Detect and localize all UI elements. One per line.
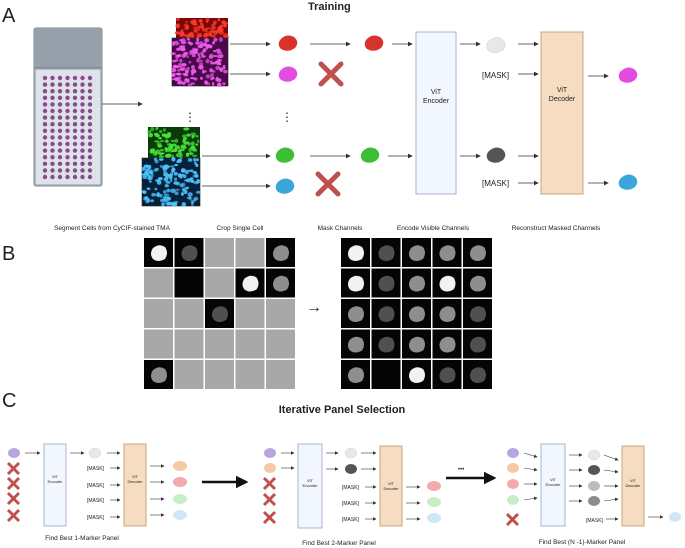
step-label-segment: Segment Cells from CyCIF-stained TMA <box>54 225 170 232</box>
cross-icon <box>6 491 21 506</box>
cell-red <box>278 35 298 51</box>
vit-decoder-block <box>123 443 147 527</box>
marker-cell-lavender <box>8 448 20 458</box>
embedding-token-light <box>486 37 506 53</box>
embedding-token-dark <box>486 147 506 163</box>
decoder-label-line1: ViT <box>132 474 138 479</box>
encoder-label-line1: ViT <box>550 477 556 482</box>
panel-letter-b: B <box>2 243 15 265</box>
mask-token: [MASK] <box>342 501 360 507</box>
step-label-mask: Mask Channels <box>318 225 364 232</box>
vit-encoder-block <box>43 443 67 527</box>
cross-icon <box>262 492 277 507</box>
decoder-label-line2: Decoder <box>383 486 399 491</box>
ellipsis-dots: ••• <box>458 467 464 473</box>
decoder-label-line2: Decoder <box>127 479 143 484</box>
mask-token: [MASK] <box>87 483 105 489</box>
cross-icon <box>505 512 520 527</box>
decoder-label-line2: Decoder <box>625 483 641 488</box>
decoder-label-line1: ViT <box>557 87 568 94</box>
cell-green <box>275 147 295 163</box>
visible-cell-red <box>364 35 384 51</box>
tma-core-grid <box>42 75 93 180</box>
panel-letter-c: C <box>2 390 16 412</box>
panel-letter-a: A <box>2 5 16 27</box>
vit-decoder-block <box>379 445 403 527</box>
stage-2-marker-panel: ViT Encoder [MASK] [MASK] [MASK] ViT Dec… <box>262 443 441 547</box>
encoder-label-line1: ViT <box>307 478 313 483</box>
vit-encoder-block <box>415 31 457 195</box>
visible-cell-green <box>360 147 380 163</box>
marker-cell-peach <box>264 463 276 473</box>
channel-image-stack-top <box>170 17 230 88</box>
caption-stage-1: Find Best 1-Marker Panel <box>45 535 119 542</box>
panel-a-title: Training <box>308 1 351 13</box>
channel-image-stack-bottom <box>141 126 201 207</box>
panel-c-title: Iterative Panel Selection <box>279 404 406 416</box>
step-label-reconstruct: Reconstruct Masked Channels <box>512 225 601 232</box>
encoder-label-line1: ViT <box>431 89 442 96</box>
marker-cell-mint <box>507 495 519 505</box>
reconstructed-channel-grid <box>341 238 492 389</box>
stage-1-marker-panel: ViT Encoder [MASK] [MASK] [MASK] [MASK] … <box>6 443 187 542</box>
masked-channel-grid <box>144 238 295 389</box>
encoder-label-line1: ViT <box>52 474 58 479</box>
caption-stage-n-minus-1: Find Best (N -1)-Marker Panel <box>539 539 626 546</box>
panel-b-arrow: → <box>306 299 322 316</box>
mask-token: [MASK] <box>586 518 604 524</box>
cell-blue <box>275 178 295 194</box>
mask-token: [MASK] <box>87 466 105 472</box>
ellipsis-left: ⋮ <box>184 110 196 124</box>
caption-stage-2: Find Best 2-Marker Panel <box>302 540 376 547</box>
encoder-label-line2: Encoder <box>546 482 562 487</box>
marker-cell-lavender <box>264 448 276 458</box>
vit-decoder-block <box>540 31 584 195</box>
vit-encoder-block <box>540 443 566 527</box>
mask-token-bottom: [MASK] <box>482 179 509 188</box>
tma-slide-icon <box>33 27 103 187</box>
marker-cell-pink <box>507 479 519 489</box>
mask-token-top: [MASK] <box>482 71 509 80</box>
mask-token: [MASK] <box>87 515 105 521</box>
cross-icon <box>262 476 277 491</box>
decoder-label-line1: ViT <box>388 481 394 486</box>
cell-magenta <box>278 66 298 82</box>
reconstructed-cell-blue <box>618 174 638 190</box>
mask-token: [MASK] <box>342 517 360 523</box>
cross-icon <box>6 476 21 491</box>
step-label-encode: Encode Visible Channels <box>397 225 470 232</box>
marker-cell-lavender <box>507 448 519 458</box>
encoder-label-line2: Encoder <box>303 483 319 488</box>
encoder-label-line2: Encoder <box>423 98 450 105</box>
decoder-label-line2: Decoder <box>549 96 576 103</box>
step-label-crop: Crop Single Cell <box>217 225 265 232</box>
ellipsis-right: ⋮ <box>281 110 293 124</box>
mask-token: [MASK] <box>87 498 105 504</box>
marker-cell-peach <box>507 463 519 473</box>
cross-icon <box>315 171 341 197</box>
mask-token: [MASK] <box>342 485 360 491</box>
cross-icon <box>6 461 21 476</box>
reconstructed-cell-magenta <box>618 67 638 83</box>
encoder-label-line2: Encoder <box>48 479 64 484</box>
decoder-label-line1: ViT <box>630 478 636 483</box>
vit-encoder-block <box>297 443 323 529</box>
cross-icon <box>262 510 277 525</box>
cross-icon <box>318 61 344 87</box>
stage-n-minus-1-marker-panel: ViT Encoder [MASK] ViT Decoder Find Best… <box>505 443 681 546</box>
vit-decoder-block <box>621 445 645 527</box>
cross-icon <box>6 508 21 523</box>
